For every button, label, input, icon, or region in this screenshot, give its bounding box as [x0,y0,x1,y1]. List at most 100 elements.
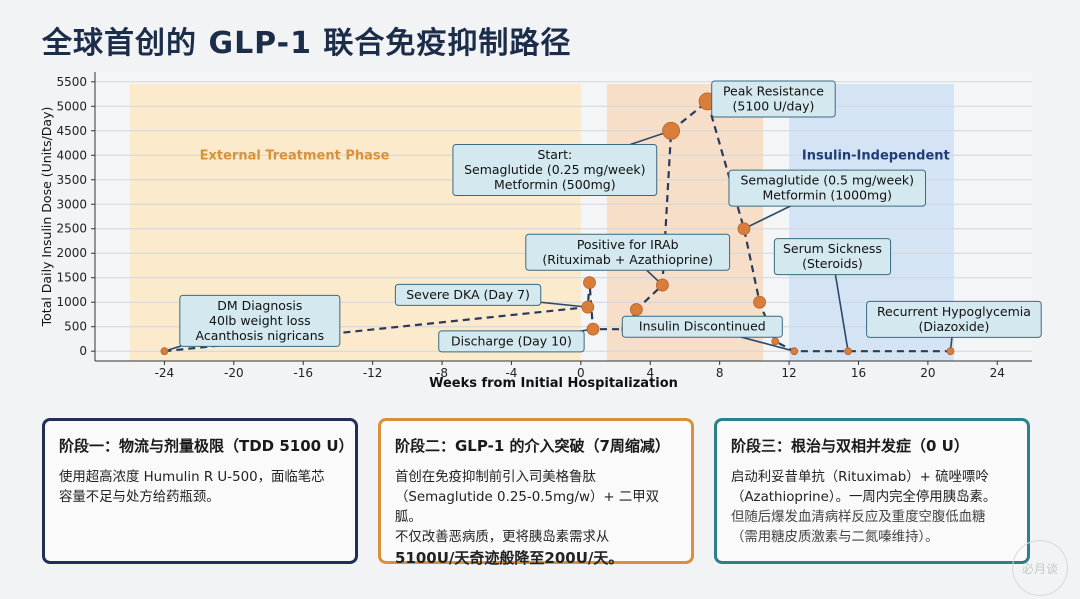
data-point [946,347,955,356]
x-tick-label: 8 [716,366,724,380]
y-tick-label: 3000 [56,197,87,211]
annotation: Recurrent Hypoglycemia(Diazoxide) [866,300,1042,338]
x-tick-label: 0 [577,366,585,380]
annotation-text: Recurrent Hypoglycemia [877,304,1031,319]
phase-one-text-line: 容量不足与处方给药瓶颈。 [59,490,220,505]
annotation-box [621,315,783,338]
phase-three-card: 阶段三：根治与双相并发症（0 U） 启动利妥昔单抗（Rituximab）+ 硫唑… [714,418,1030,564]
x-tick-label: 24 [990,366,1005,380]
phase-two-text-line: 首创在免疫抑制前引入司美格鲁肽 [395,470,596,485]
data-point [844,347,852,356]
y-tick-label: 5500 [56,75,87,89]
annotation-box [179,294,341,347]
annotation-text: Semaglutide (0.25 mg/week) [464,162,646,177]
annotation-box [866,300,1042,338]
annotation-text: Discharge (Day 10) [451,333,572,348]
x-tick-label: -24 [155,366,175,380]
annotation-text: Acanthosis nigricans [196,328,325,343]
y-tick-label: 2500 [56,222,87,236]
data-point [581,300,595,314]
annotation: Insulin Discontinued [621,315,783,338]
annotation: Peak Resistance(5100 U/day) [711,80,836,118]
y-tick-label: 4500 [56,124,87,138]
annotation: Discharge (Day 10) [438,330,585,353]
annotation: Severe DKA (Day 7) [394,283,542,306]
x-axis-label: Weeks from Initial Hospitalization [429,376,678,391]
x-tick-label: -12 [363,366,383,380]
annotation: Start:Semaglutide (0.25 mg/week)Metformi… [452,143,658,196]
phase-two-card: 阶段二：GLP-1 的介入突破（7周缩减） 首创在免疫抑制前引入司美格鲁肽 （S… [378,418,694,567]
annotation-text: (Diazoxide) [918,319,989,334]
x-tick-label: -16 [293,366,313,380]
data-point [656,278,669,292]
y-tick-label: 0 [79,344,87,358]
data-point [753,295,766,309]
annotation-text: DM Diagnosis [217,298,302,313]
annotation-text: Metformin (500mg) [494,177,616,192]
phase-two-highlight: 5100U/天奇迹般降至200U/天。 [395,549,624,567]
y-tick-label: 5000 [56,99,87,113]
data-point [662,121,680,140]
x-tick-label: -4 [505,366,517,380]
x-tick-label: 16 [851,366,866,380]
phase-one-title: 阶段一：物流与剂量极限（TDD 5100 U） [59,437,354,455]
annotation-box [711,80,836,118]
phase-two-text-line: 不仅改善恶病质，更将胰岛素需求从 [395,530,610,545]
data-point [586,322,600,336]
phase-one-text-line: 使用超高浓度 Humulin R U-500，面临笔芯 [59,470,325,485]
phase-two-title: 阶段二：GLP-1 的介入突破（7周缩减） [395,437,670,455]
annotation-text: Severe DKA (Day 7) [406,287,530,302]
phase-three-text-line: 启动利妥昔单抗（Rituximab）+ 硫唑嘌呤 [731,470,989,485]
y-tick-label: 500 [64,320,87,334]
annotation-box [773,238,892,276]
annotation: Semaglutide (0.5 mg/week)Metformin (1000… [728,169,926,207]
annotation-text: Semaglutide (0.5 mg/week) [740,173,914,188]
annotation: Positive for IRAb(Rituximab + Azathiopri… [525,233,731,271]
annotation-box [525,233,731,271]
x-tick-label: 4 [646,366,654,380]
insulin-dose-chart: 0 500 1000 1500 2000 2500 3000 3500 4000 4500 5000… [39,72,1042,391]
phase-label: Insulin-Independent [802,148,950,163]
annotation-text: Serum Sickness [783,241,882,256]
phase-three-text-line: （需用糖皮质激素与二氮嗪维持）。 [731,530,939,545]
x-tick-label: 12 [781,366,796,380]
y-tick-label: 1000 [56,295,87,309]
data-point [629,303,643,316]
annotation-text: Insulin Discontinued [639,319,766,334]
phase-three-text-line: 但随后爆发血清病样反应及重度空腹低血糖 [731,510,986,525]
annotation-text: Positive for IRAb [577,237,679,252]
phase-three-title: 阶段三：根治与双相并发症（0 U） [731,437,969,455]
phase-one-card: 阶段一：物流与剂量极限（TDD 5100 U） 使用超高浓度 Humulin R… [42,418,358,564]
data-point [737,222,751,236]
annotation-text: Metformin (1000mg) [762,188,892,203]
annotation-text: (Steroids) [802,256,863,271]
y-tick-label: 1500 [56,271,87,285]
annotation-box [438,330,585,353]
phase-label: External Treatment Phase [200,148,390,163]
y-tick-label: 3500 [56,173,87,187]
data-point [771,337,780,346]
annotation-text: 40lb weight loss [209,313,311,328]
annotation: Serum Sickness(Steroids) [773,238,892,276]
y-tick-label: 4000 [56,148,87,162]
x-tick-label: -20 [224,366,244,380]
phase-three-text-line: （Azathioprine）。一周内完全停用胰岛素。 [731,490,997,505]
page-title: 全球首创的 GLP-1 联合免疫抑制路径 [42,26,572,61]
annotation-text: (5100 U/day) [733,98,815,113]
annotation-text: Start: [537,147,572,162]
phase-two-text-line: （Semaglutide 0.25-0.5mg/w）+ 二甲双胍。 [395,490,660,525]
y-tick-label: 2000 [56,246,87,260]
x-tick-label: -8 [436,366,448,380]
annotation-text: (Rituximab + Azathioprine) [542,252,713,267]
y-axis-label: Total Daily Insulin Dose (Units/Day) [39,107,54,328]
x-tick-label: 20 [920,366,935,380]
annotation-box [452,143,658,196]
data-point [160,347,169,356]
annotation-text: Peak Resistance [723,83,824,98]
annotation-box [728,169,926,207]
data-point [790,347,799,356]
watermark-seal: 必月谈 [1012,540,1068,596]
annotation-box [394,283,542,306]
data-point [583,276,596,290]
